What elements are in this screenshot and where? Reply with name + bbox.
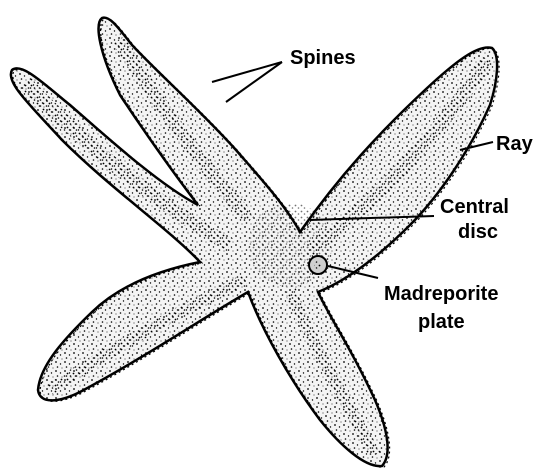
- spines-leader-1: [212, 62, 282, 82]
- madreporite-label-line2: plate: [418, 311, 465, 333]
- central-disc-label-line2: disc: [458, 221, 498, 243]
- madreporite-label-line1: Madreporite: [384, 283, 498, 305]
- madreporite-center: [314, 261, 322, 269]
- ray-label: Ray: [496, 133, 534, 155]
- central-disc-label-line1: Central: [440, 196, 509, 218]
- starfish-body: [11, 18, 499, 468]
- spines-label: Spines: [290, 47, 356, 69]
- spines-leader-2: [226, 62, 282, 102]
